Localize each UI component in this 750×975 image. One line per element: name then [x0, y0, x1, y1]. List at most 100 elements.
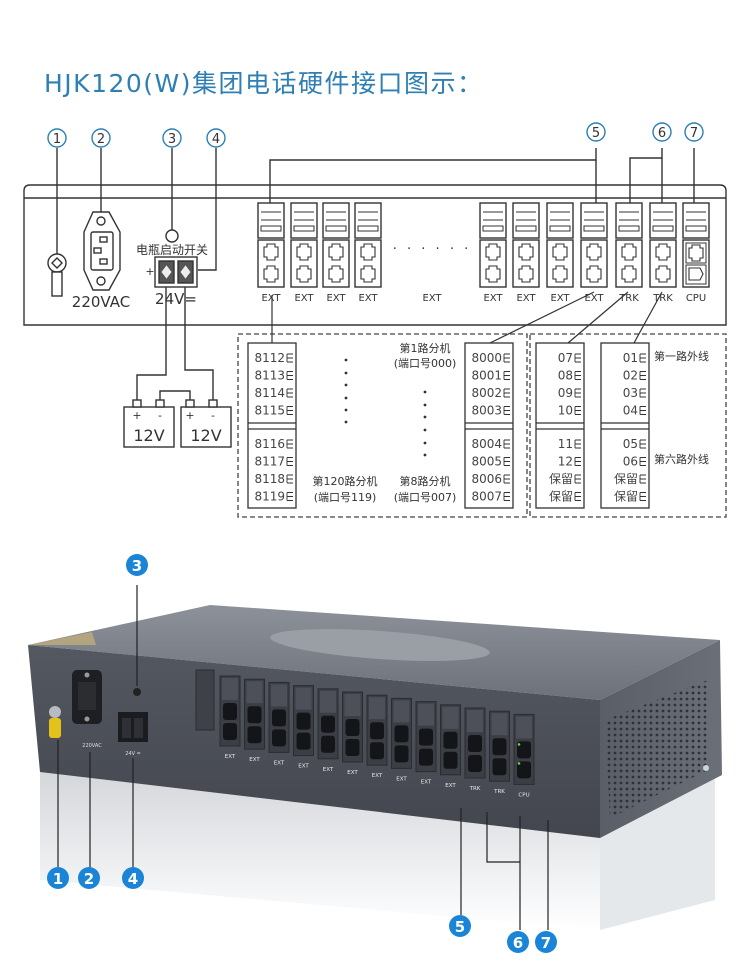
- photo-port-label: EXT: [421, 780, 432, 786]
- callout-2-marker: 2: [91, 128, 111, 148]
- battery-2-minus: -: [211, 409, 215, 422]
- svg-text:7: 7: [690, 126, 698, 141]
- port-module-ext-1: EXT: [290, 202, 318, 304]
- note-8-ext-line1: 第8路分机: [400, 474, 451, 488]
- terminal-label: 8119: [254, 490, 285, 504]
- port-module-ext-0: EXT: [479, 202, 507, 304]
- svg-text:2: 2: [97, 132, 105, 147]
- ground-terminal-icon: [47, 253, 67, 297]
- photo-port-label: EXT: [347, 770, 358, 776]
- callout-4-marker: 4: [206, 128, 226, 148]
- terminal-label: 01: [623, 351, 638, 365]
- port-label-cpu-6: CPU: [686, 293, 706, 304]
- svg-text:5: 5: [592, 126, 600, 141]
- badge-4: 4: [122, 867, 144, 889]
- callout-6-marker: 6: [652, 122, 672, 142]
- port-label-trk-4: TRK: [618, 293, 639, 304]
- port-label-ext-3: EXT: [584, 293, 604, 304]
- terminal-label: 8001: [471, 369, 502, 383]
- ellipsis-dots: · · · · · ·: [393, 242, 471, 257]
- note-8-ext-line2: (端口号007): [394, 491, 457, 504]
- terminal-label: 08: [558, 369, 573, 383]
- power-label: 220VAC: [72, 293, 130, 311]
- port-label-trk-5: TRK: [652, 293, 673, 304]
- terminal-label: 02: [623, 369, 638, 383]
- svg-text:4: 4: [212, 132, 220, 147]
- photo-dc-label: 24V =: [125, 751, 141, 757]
- battery-2: [180, 399, 232, 448]
- photo-port-label: EXT: [298, 764, 309, 770]
- photo-port-ext: EXT: [391, 697, 412, 782]
- terminal-label: 04: [623, 404, 638, 418]
- photo-port-label: EXT: [274, 760, 285, 766]
- terminal-label: 保留: [614, 472, 638, 486]
- dot-columns: [344, 358, 427, 457]
- badge-6: 6: [507, 931, 529, 953]
- terminal-label: 8006: [471, 472, 502, 486]
- chassis-outline: [23, 184, 727, 326]
- terminal-label: 8112: [254, 351, 285, 365]
- badge-1: 1: [47, 867, 69, 889]
- terminal-label: 05: [623, 437, 638, 451]
- badge-7: 7: [535, 931, 557, 953]
- photo-port-trk: TRK: [464, 707, 486, 792]
- port-module-ext-1: EXT: [512, 202, 540, 304]
- schematic: [23, 148, 727, 326]
- photo-callout-badges: 3 1 2 4 5 6 7: [47, 554, 557, 953]
- terminal-label: 07: [558, 351, 573, 365]
- photo-port-ext: EXT: [268, 681, 290, 766]
- terminal-label: 保留: [549, 472, 573, 486]
- vent-grille: [605, 680, 708, 818]
- dc-plus-label: +: [145, 265, 154, 278]
- note-120-ext-line2: (端口号119): [314, 491, 377, 504]
- badge-3: 3: [126, 554, 148, 576]
- photo-port-ext: EXT: [366, 694, 388, 779]
- svg-text:1: 1: [53, 870, 63, 888]
- note-first-ext-line2: (端口号000): [394, 357, 457, 370]
- photo-port-label: EXT: [323, 767, 334, 773]
- note-first-trunk: 第一路外线: [654, 349, 709, 363]
- port-module-ext-2: EXT: [546, 202, 574, 304]
- badge-2: 2: [78, 867, 100, 889]
- page-title: HJK120(W)集团电话硬件接口图示：: [44, 69, 484, 98]
- port-module-trk-5: TRK: [649, 202, 677, 304]
- callout-7-marker: 7: [684, 122, 704, 142]
- dc-voltage-label: 24V=: [155, 290, 197, 308]
- dc-terminal-block-icon: [154, 256, 198, 288]
- port-module-cpu-6: CPU: [682, 202, 710, 304]
- note-120-ext-line1: 第120路分机: [313, 474, 378, 488]
- terminal-label: 8115: [254, 404, 285, 418]
- terminal-label: 8000: [471, 351, 502, 365]
- ac-power-inlet-icon: [83, 211, 121, 291]
- photo-port-label: EXT: [396, 776, 407, 782]
- callout-1-marker: 1: [47, 128, 67, 148]
- ext-strip-left: 8112 8113 8114 8115 8116 8117 8118 8119: [247, 342, 297, 509]
- battery-wiring: [136, 287, 214, 401]
- photo-power-label: 220VAC: [82, 743, 102, 749]
- terminal-label: 8113: [254, 369, 285, 383]
- battery-switch-icon: [165, 229, 179, 243]
- brand-logo-emboss: [270, 629, 490, 661]
- terminal-label: 8118: [254, 472, 285, 486]
- terminal-label: 8114: [254, 386, 285, 400]
- terminal-label: 8116: [254, 437, 285, 451]
- port-label-ext-2: EXT: [326, 293, 346, 304]
- svg-text:3: 3: [132, 557, 142, 575]
- terminal-label: 8004: [471, 437, 502, 451]
- svg-text:6: 6: [513, 934, 523, 952]
- callout-5-marker: 5: [586, 122, 606, 142]
- terminal-label: 10: [558, 404, 573, 418]
- port-module-trk-4: TRK: [615, 202, 643, 304]
- photo-port-cpu: CPU: [513, 713, 535, 798]
- photo-port-trk: TRK: [489, 710, 510, 795]
- terminal-label: 8117: [254, 455, 285, 469]
- photo-port-label: CPU: [518, 792, 529, 798]
- badge-5: 5: [449, 915, 471, 937]
- svg-text:6: 6: [658, 126, 666, 141]
- svg-text:4: 4: [128, 870, 138, 888]
- battery-2-plus: +: [185, 409, 194, 422]
- photo-port-label: EXT: [225, 754, 236, 760]
